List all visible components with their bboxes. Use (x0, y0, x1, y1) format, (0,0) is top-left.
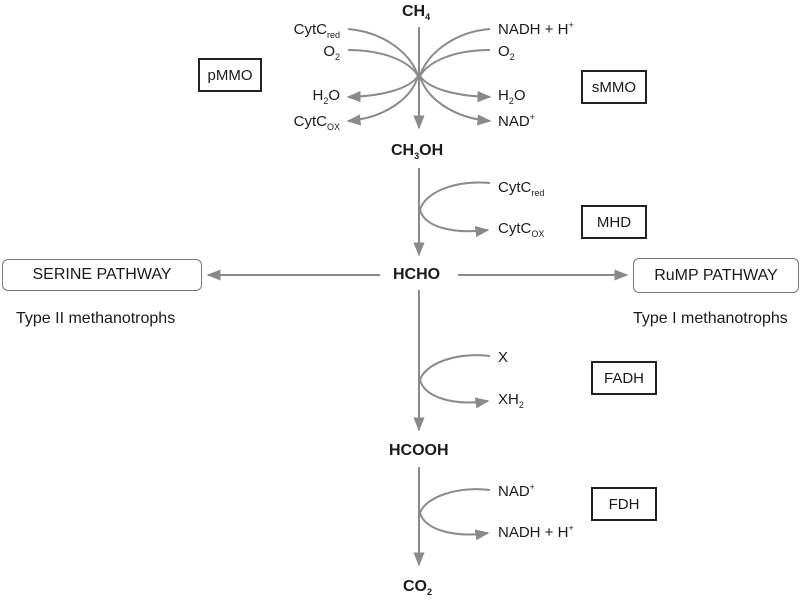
curve-right-in1 (419, 28, 491, 77)
cofactor-left-cytc-red: CytCred (293, 21, 340, 40)
enzyme-pmmo: pMMO (198, 58, 262, 92)
curve-right-out2 (419, 75, 492, 126)
cofactor-left-cytc-ox: CytCOX (293, 113, 340, 132)
metabolite-methane: CH4 (402, 3, 431, 23)
metabolite-co2: CO2 (403, 578, 433, 598)
curve-left-out1 (346, 75, 419, 103)
cofactor-right-o2: O2 (498, 43, 515, 62)
cofactor-right-nadh: NADH + H+ (498, 20, 574, 38)
metabolite-formate: HCOOH (389, 442, 449, 459)
curve-right-out1 (419, 75, 492, 103)
rump-pathway-organisms: Type I methanotrophs (633, 310, 788, 327)
metabolite-formaldehyde: HCHO (393, 266, 441, 283)
cofactor-fdh-nad: NAD+ (498, 482, 535, 500)
curve-step2 (418, 181, 491, 238)
curve-left-in2 (347, 49, 419, 77)
cofactor-mhd-cytc-red: CytCred (498, 179, 545, 198)
serine-pathway-box: SERINE PATHWAY (2, 259, 202, 291)
enzyme-fdh: FDH (591, 487, 657, 521)
cofactor-left-o2: O2 (323, 43, 340, 62)
cofactor-fadh-xh2: XH2 (498, 391, 524, 410)
curve-step3 (418, 354, 491, 409)
curve-step4 (418, 488, 491, 541)
cofactor-mhd-cytc-ox: CytCOX (498, 220, 545, 239)
curve-left-out2 (346, 75, 419, 126)
curve-right-in2 (419, 49, 491, 77)
product-left-h2o: H2O (312, 87, 340, 106)
product-right-h2o: H2O (498, 87, 526, 106)
cofactor-fadh-x: X (498, 349, 509, 366)
enzyme-fadh: FADH (591, 361, 657, 395)
cofactor-right-nad: NAD+ (498, 112, 535, 130)
serine-pathway-organisms: Type II methanotrophs (16, 310, 176, 327)
enzyme-mhd: MHD (581, 205, 647, 239)
rump-pathway-box: RuMP PATHWAY (633, 258, 799, 293)
cofactor-fdh-nadh: NADH + H+ (498, 523, 574, 541)
metabolite-methanol: CH3OH (391, 142, 444, 162)
enzyme-smmo: sMMO (581, 70, 647, 104)
curve-left-in1 (347, 28, 419, 77)
